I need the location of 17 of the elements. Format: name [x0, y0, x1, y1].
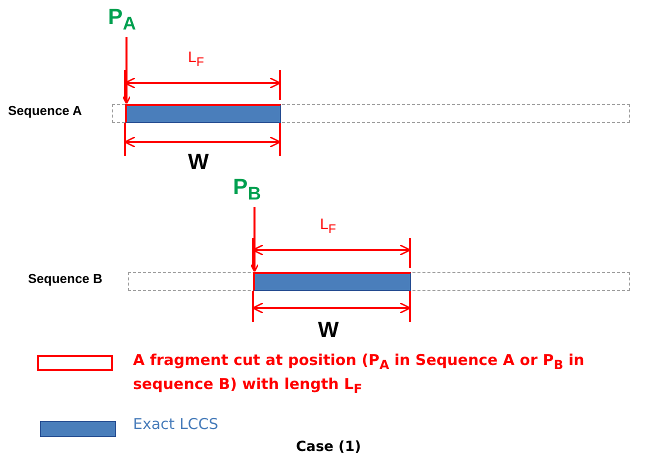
arrow — [122, 37, 131, 104]
fragment-bar — [253, 272, 411, 290]
sequence-track — [112, 104, 630, 123]
dimension-label: W — [188, 150, 209, 174]
position-label: P$_{B}$ — [233, 174, 267, 206]
sequence-label: Sequence A — [8, 104, 82, 118]
sequence-label: Sequence B — [28, 272, 102, 286]
caption: Case (1) — [296, 440, 361, 456]
legend-text: A fragment cut at position (P$_{A}$ in Sequence A or P$_{B}$ in sequence B) with length L$_{F}$ — [133, 350, 586, 398]
dimension-label: L$_{F}$ — [188, 50, 204, 70]
fragment-bar — [125, 104, 281, 122]
dimension-label: W — [318, 318, 339, 342]
arrow — [250, 207, 259, 272]
legend-text: Exact LCCS — [133, 414, 220, 434]
dimension-label: L$_{F}$ — [320, 217, 336, 237]
position-label: P$_{A}$ — [108, 4, 142, 36]
sequence-track — [128, 272, 630, 291]
